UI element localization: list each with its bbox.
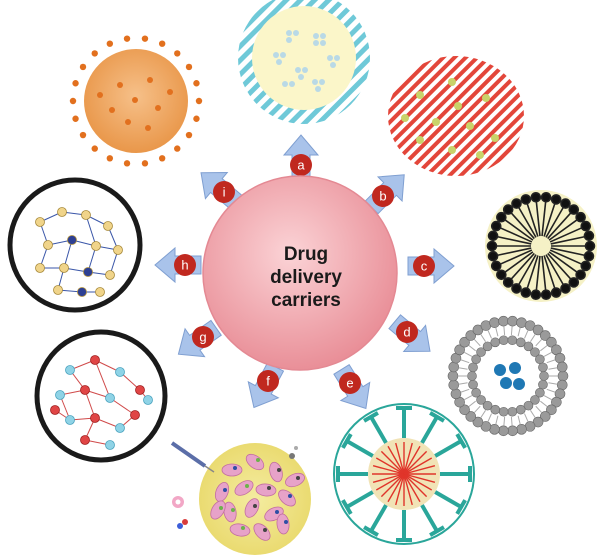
carrier-i-nanoparticle xyxy=(69,35,203,167)
badge-f: f xyxy=(257,370,279,392)
arrow-label-g: g xyxy=(199,330,206,345)
arrow-label-a: a xyxy=(297,158,305,173)
center-line-1: Drug xyxy=(284,244,328,265)
arrow-label-i: i xyxy=(223,185,226,200)
badge-a: a xyxy=(290,154,312,176)
carrier-h-hydrogel-network xyxy=(7,177,143,313)
badge-e: e xyxy=(339,372,361,394)
badge-d: d xyxy=(396,321,418,343)
arrow-group: a b c d e f g h i xyxy=(154,134,455,410)
badge-h: h xyxy=(174,254,196,276)
arrow-label-c: c xyxy=(421,259,428,274)
carrier-g-polymer-network xyxy=(34,329,168,463)
syringe-icon xyxy=(170,441,215,473)
carrier-e-dendrimer xyxy=(333,403,475,545)
arrow-label-h: h xyxy=(181,258,188,273)
carrier-c-micelle xyxy=(485,190,597,302)
arrow-label-e: e xyxy=(346,376,353,391)
carrier-f-cell-carrier xyxy=(170,441,311,555)
center-line-3: carriers xyxy=(271,290,341,311)
arrow-label-f: f xyxy=(266,374,270,389)
center-node: Drug delivery carriers xyxy=(202,175,398,371)
carrier-d-liposome xyxy=(447,315,569,437)
badge-c: c xyxy=(413,255,435,277)
badge-b: b xyxy=(372,185,394,207)
badge-g: g xyxy=(192,326,214,348)
carrier-a-hatched-sphere xyxy=(238,0,370,124)
arrow-label-b: b xyxy=(379,189,386,204)
badge-i: i xyxy=(213,181,235,203)
arrow-label-d: d xyxy=(403,325,410,340)
carrier-b-hatched-ellipse xyxy=(388,56,524,176)
center-line-2: delivery xyxy=(270,267,342,288)
